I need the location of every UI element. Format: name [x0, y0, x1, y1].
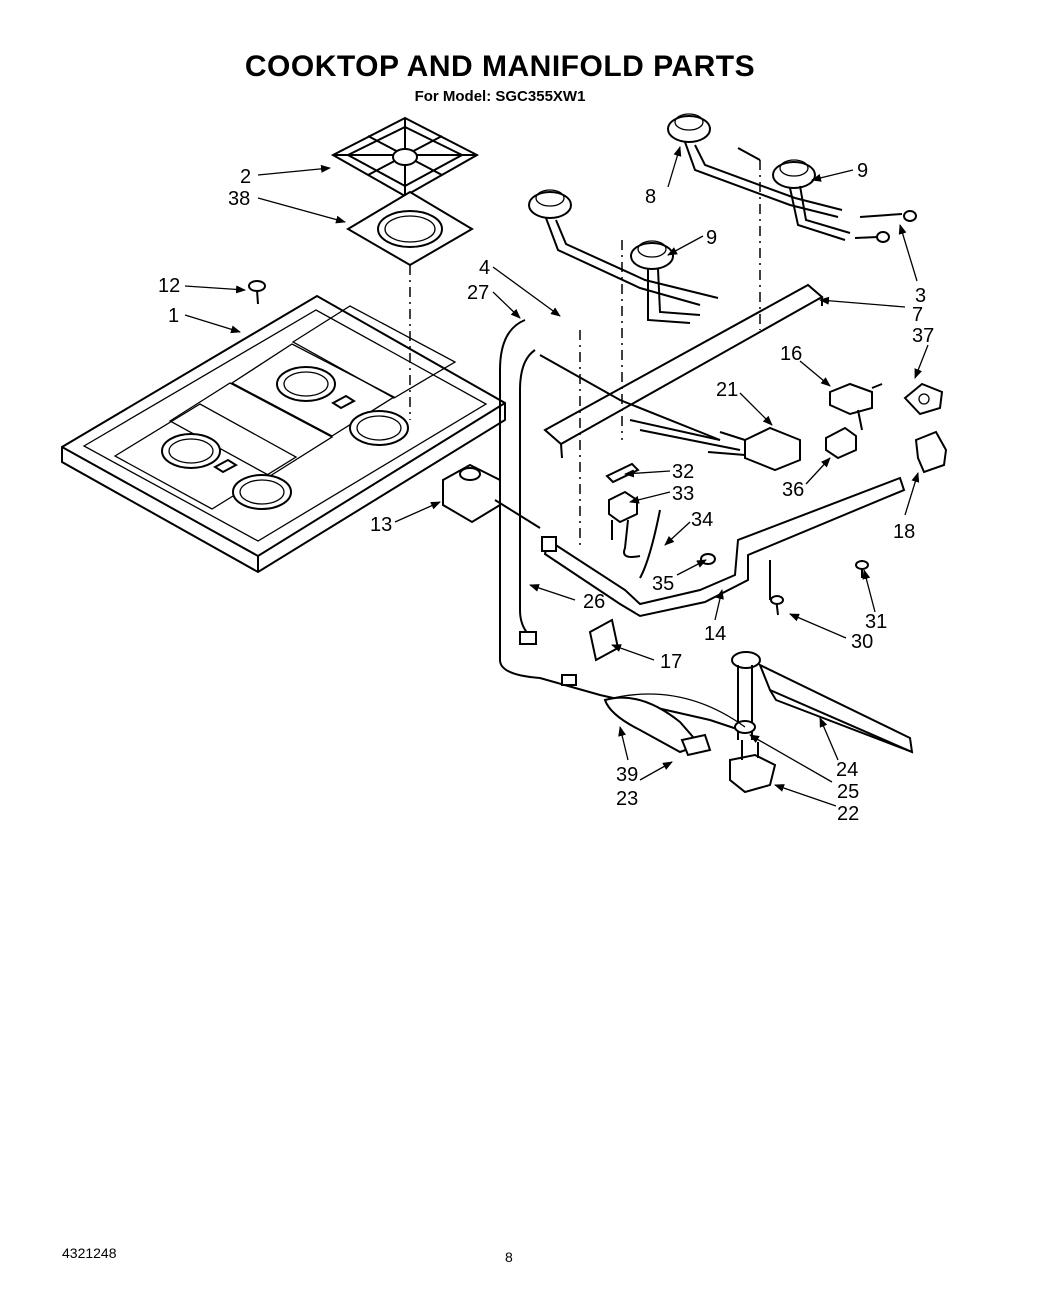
callout-17: 17 [660, 651, 682, 673]
callout-3: 3 [915, 285, 926, 307]
cooktop-drawing [61, 294, 506, 574]
callout-2: 2 [240, 166, 251, 188]
model-subtitle: For Model: SGC355XW1 [414, 88, 586, 105]
callout-9-right: 9 [857, 160, 868, 182]
document-number: 4321248 [62, 1245, 117, 1261]
callout-4: 4 [479, 257, 490, 279]
callout-21: 21 [716, 379, 738, 401]
callout-9-left: 9 [706, 227, 717, 249]
callout-38: 38 [228, 188, 250, 210]
callout-33: 33 [672, 483, 694, 505]
leader-arrows [184, 146, 929, 807]
callout-18: 18 [893, 521, 915, 543]
manifold-pipe-drawing [541, 476, 906, 618]
burner-assembly-drawing [528, 113, 917, 545]
callout-31: 31 [865, 611, 887, 633]
page-title: COOKTOP AND MANIFOLD PARTS [244, 50, 756, 83]
callout-36: 36 [782, 479, 804, 501]
callout-22: 22 [837, 803, 859, 825]
callout-39: 39 [616, 764, 638, 786]
callout-14: 14 [704, 623, 726, 645]
callout-35: 35 [652, 573, 674, 595]
callout-13: 13 [370, 514, 392, 536]
callout-27: 27 [467, 282, 489, 304]
callout-37: 37 [912, 325, 934, 347]
callout-25: 25 [837, 781, 859, 803]
callout-16: 16 [780, 343, 802, 365]
valve-drawing [442, 463, 541, 529]
callout-30: 30 [851, 631, 873, 653]
callout-24: 24 [836, 759, 858, 781]
callout-23: 23 [616, 788, 638, 810]
callout-26: 26 [583, 591, 605, 613]
callout-labels: 1 2 3 4 7 8 9 9 12 13 14 16 17 18 21 22 … [158, 160, 934, 825]
callout-32: 32 [672, 461, 694, 483]
callout-8: 8 [645, 186, 656, 208]
oven-burner-drawing [603, 651, 914, 794]
callout-1: 1 [168, 305, 179, 327]
screw-drawing [248, 280, 266, 305]
small-parts-drawing [588, 382, 948, 662]
callout-12: 12 [158, 275, 180, 297]
gas-lines-drawing [499, 319, 741, 731]
callout-7: 7 [912, 304, 923, 326]
grate-drawing [330, 116, 480, 420]
page-number: 8 [505, 1249, 513, 1265]
callout-34: 34 [691, 509, 713, 531]
